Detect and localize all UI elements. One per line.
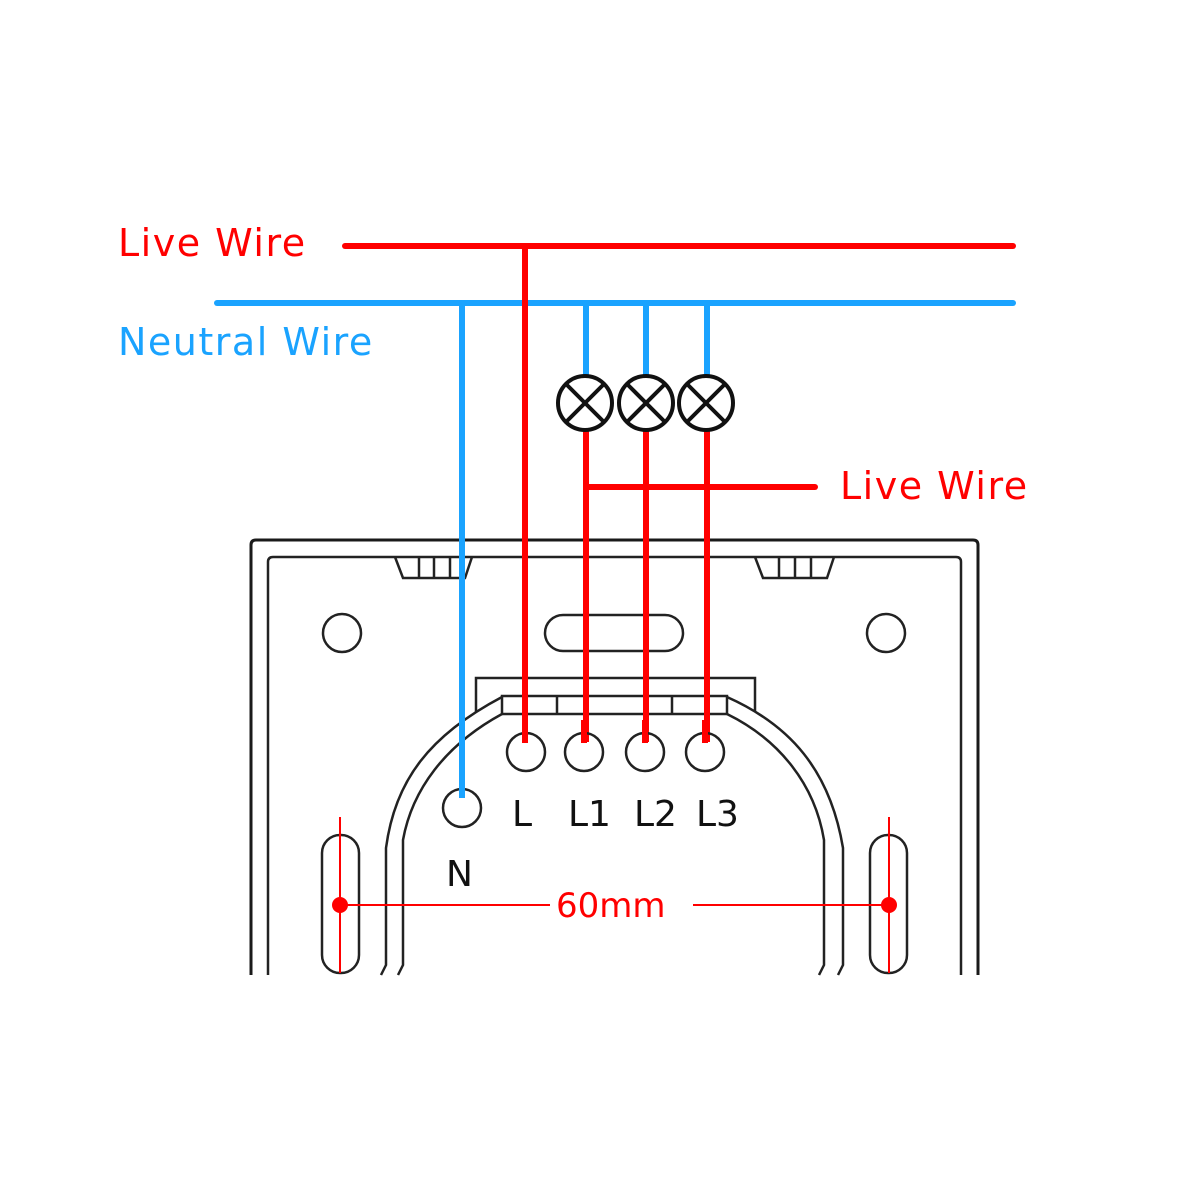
- terminal-label-L2: L2: [634, 794, 677, 835]
- dimension-indicator: [332, 817, 897, 973]
- lamp-icon: [617, 374, 675, 432]
- plate-inner-frame: [266, 555, 963, 975]
- terminal-label-L3: L3: [696, 794, 739, 835]
- top-left-clip: [393, 556, 474, 580]
- module-housing-inner: [396, 712, 503, 976]
- terminal-label-L: L: [512, 794, 532, 835]
- neutral-wire-label: Neutral Wire: [118, 320, 374, 364]
- module-housing-outer-right: [726, 695, 845, 976]
- dimension-point-right: [881, 897, 897, 913]
- terminals: [441, 720, 726, 829]
- top-right-clip: [753, 556, 836, 580]
- module-housing-inner-right: [726, 712, 826, 976]
- terminal-label-N: N: [446, 854, 473, 895]
- wires: [214, 243, 1016, 798]
- screw-hole-right: [865, 612, 907, 654]
- terminal-block: [474, 676, 757, 716]
- screw-hole-left: [321, 612, 363, 654]
- lamp-icon: [677, 374, 735, 432]
- lamp-icon: [556, 374, 614, 432]
- dimension-point-left: [332, 897, 348, 913]
- center-slot: [543, 613, 685, 653]
- terminal-label-L1: L1: [568, 794, 611, 835]
- live-wire-label-top: Live Wire: [118, 221, 307, 265]
- live-wire-label-lamps: Live Wire: [840, 464, 1029, 508]
- module-housing-outer: [379, 695, 503, 976]
- dimension-label: 60mm: [556, 886, 666, 926]
- plate-outer-frame: [249, 538, 980, 975]
- lamps: [556, 374, 735, 432]
